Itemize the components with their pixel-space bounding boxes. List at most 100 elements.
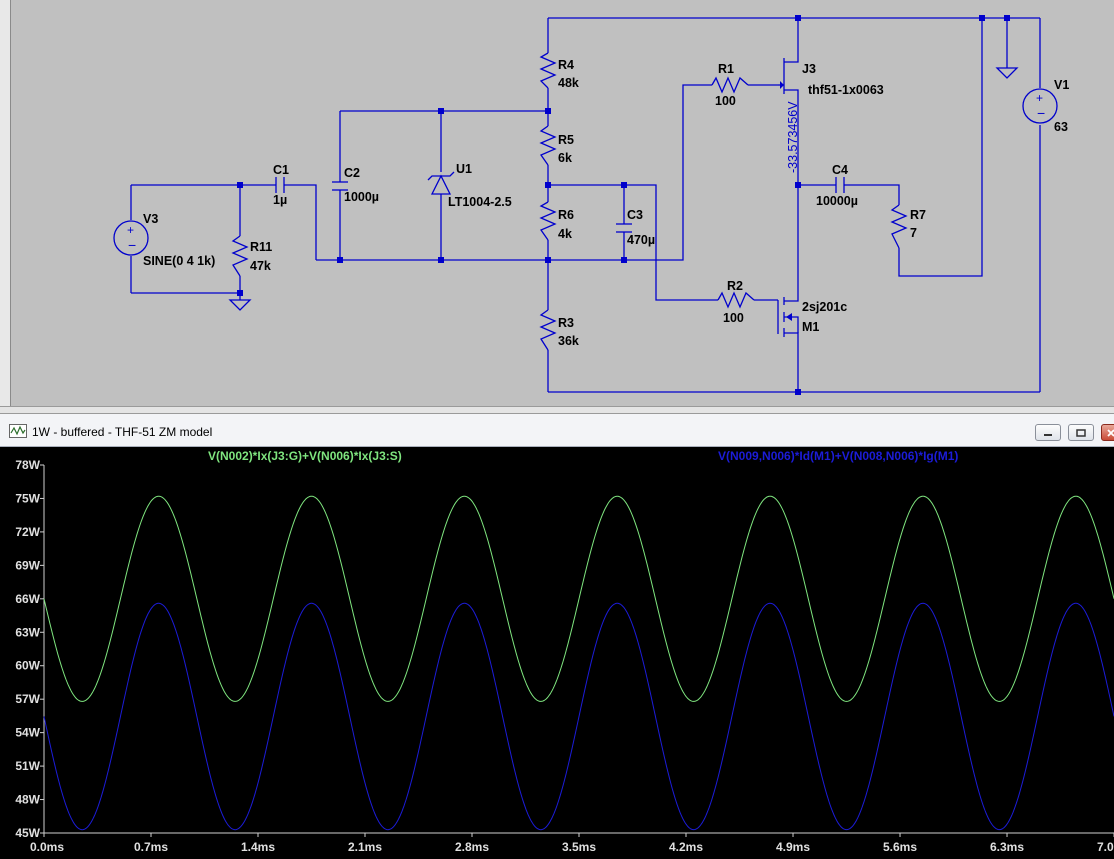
resistor-R6[interactable]: R6 4k <box>539 201 574 241</box>
label-C4-value: 10000µ <box>816 194 858 208</box>
minimize-icon <box>1044 433 1052 436</box>
y-tick-label: 45W <box>15 826 40 840</box>
x-tick-label: 2.1ms <box>348 840 382 854</box>
resistor-R2[interactable]: R2 100 <box>717 279 755 325</box>
label-V3-name: V3 <box>143 212 158 226</box>
waveform-viewer-window[interactable]: 1W - buffered - THF-51 ZM model 78W 75W 72… <box>0 414 1114 859</box>
label-J3-value: thf51-1x0063 <box>808 83 884 97</box>
restore-icon <box>1076 428 1086 437</box>
capacitor-C1[interactable]: C1 1µ <box>273 163 289 207</box>
label-C2-value: 1000µ <box>344 190 379 204</box>
svg-text:+: + <box>127 223 134 237</box>
y-tick-label: 69W <box>15 558 40 572</box>
label-V1-name: V1 <box>1054 78 1069 92</box>
resistor-R3[interactable]: R3 36k <box>539 309 579 351</box>
trace-label-2[interactable]: V(N009,N006)*Id(M1)+V(N008,N006)*Ig(M1) <box>718 449 958 463</box>
trace-line-2[interactable] <box>43 602 1114 831</box>
label-M1-name: M1 <box>802 320 819 334</box>
zener-diode-U1[interactable]: U1 LT1004-2.5 <box>427 162 512 209</box>
label-C3-value: 470µ <box>627 233 655 247</box>
label-R11-name: R11 <box>250 240 272 254</box>
x-tick-label: 7.0ms <box>1097 840 1114 854</box>
label-C1-name: C1 <box>273 163 289 177</box>
x-tick-label: 2.8ms <box>455 840 489 854</box>
y-tick-label: 63W <box>15 625 40 639</box>
resistor-R7[interactable]: R7 7 <box>890 204 926 249</box>
resistor-R11[interactable]: R11 47k <box>231 235 272 277</box>
y-tick-label: 72W <box>15 525 40 539</box>
y-tick-label: 75W <box>15 491 40 505</box>
label-R3-value: 36k <box>558 334 579 348</box>
voltage-source-V1[interactable]: + − V1 63 <box>1022 78 1069 134</box>
x-tick-label: 6.3ms <box>990 840 1024 854</box>
label-R1-name: R1 <box>718 62 734 76</box>
close-button[interactable] <box>1101 424 1114 441</box>
plot-window-titlebar[interactable]: 1W - buffered - THF-51 ZM model <box>0 414 1114 447</box>
label-R5-name: R5 <box>558 133 574 147</box>
x-tick-label: 3.5ms <box>562 840 596 854</box>
label-R5-value: 6k <box>558 151 572 165</box>
label-R4-value: 48k <box>558 76 579 90</box>
plot-background <box>0 447 1114 859</box>
svg-text:+: + <box>1036 91 1043 105</box>
ground-symbol-top <box>995 67 1019 79</box>
label-V3-value: SINE(0 4 1k) <box>143 254 215 268</box>
trace-line-1[interactable] <box>43 495 1114 702</box>
y-tick-label: 57W <box>15 692 40 706</box>
capacitor-C2[interactable]: C2 1000µ <box>332 166 379 204</box>
schematic-editor[interactable]: R4 48k R5 6k R6 4k R3 36k R1 100 R2 100 <box>0 0 1114 406</box>
label-R6-name: R6 <box>558 208 574 222</box>
label-R7-value: 7 <box>910 226 917 240</box>
y-tick-label: 48W <box>15 793 40 807</box>
svg-text:−: − <box>128 237 136 253</box>
x-axis-ticks: 0.0ms 0.7ms 1.4ms 2.1ms 2.8ms 3.5ms 4.2ms 4.9ms… <box>30 833 1114 854</box>
resistor-R1[interactable]: R1 100 <box>711 62 749 108</box>
capacitor-C4[interactable]: C4 10000µ <box>816 163 858 208</box>
label-U1-name: U1 <box>456 162 472 176</box>
x-tick-label: 4.2ms <box>669 840 703 854</box>
schematic-canvas[interactable]: R4 48k R5 6k R6 4k R3 36k R1 100 R2 100 <box>0 0 1114 406</box>
x-tick-label: 0.0ms <box>30 840 64 854</box>
x-tick-label: 5.6ms <box>883 840 917 854</box>
label-U1-value: LT1004-2.5 <box>448 195 512 209</box>
label-V1-value: 63 <box>1054 120 1068 134</box>
node-voltage-label: -33.573456V <box>786 101 800 173</box>
label-C4-name: C4 <box>832 163 848 177</box>
waveform-icon <box>9 424 27 438</box>
minimize-button[interactable] <box>1035 424 1061 441</box>
schematic-window-frame <box>0 0 11 406</box>
label-J3-name: J3 <box>802 62 816 76</box>
mosfet-M1[interactable]: 2sj201c M1 <box>777 296 847 338</box>
label-C1-value: 1µ <box>273 193 287 207</box>
label-R1-value: 100 <box>715 94 736 108</box>
ground-symbol-v3 <box>228 299 252 311</box>
label-R3-name: R3 <box>558 316 574 330</box>
x-tick-label: 0.7ms <box>134 840 168 854</box>
resistor-R5[interactable]: R5 6k <box>539 125 574 166</box>
pane-splitter[interactable] <box>0 406 1114 414</box>
y-tick-label: 78W <box>15 458 40 472</box>
label-C2-name: C2 <box>344 166 360 180</box>
jfet-J3[interactable]: J3 thf51-1x0063 <box>778 58 884 97</box>
label-R11-value: 47k <box>250 259 271 273</box>
svg-text:−: − <box>1037 105 1045 121</box>
trace-label-1[interactable]: V(N002)*Ix(J3:G)+V(N006)*Ix(J3:S) <box>208 449 402 463</box>
voltage-source-V3[interactable]: + − V3 SINE(0 4 1k) <box>113 212 215 268</box>
restore-button[interactable] <box>1068 424 1094 441</box>
label-R7-name: R7 <box>910 208 926 222</box>
label-R4-name: R4 <box>558 58 574 72</box>
label-R2-name: R2 <box>727 279 743 293</box>
x-tick-label: 1.4ms <box>241 840 275 854</box>
label-M1-value: 2sj201c <box>802 300 847 314</box>
close-icon <box>1107 428 1114 437</box>
x-tick-label: 4.9ms <box>776 840 810 854</box>
y-tick-label: 66W <box>15 592 40 606</box>
plot-window-title: 1W - buffered - THF-51 ZM model <box>32 425 213 439</box>
label-R2-value: 100 <box>723 311 744 325</box>
y-tick-label: 60W <box>15 659 40 673</box>
capacitor-C3[interactable]: C3 470µ <box>616 208 655 247</box>
wires <box>130 17 1041 393</box>
resistor-R4[interactable]: R4 48k <box>539 52 579 90</box>
